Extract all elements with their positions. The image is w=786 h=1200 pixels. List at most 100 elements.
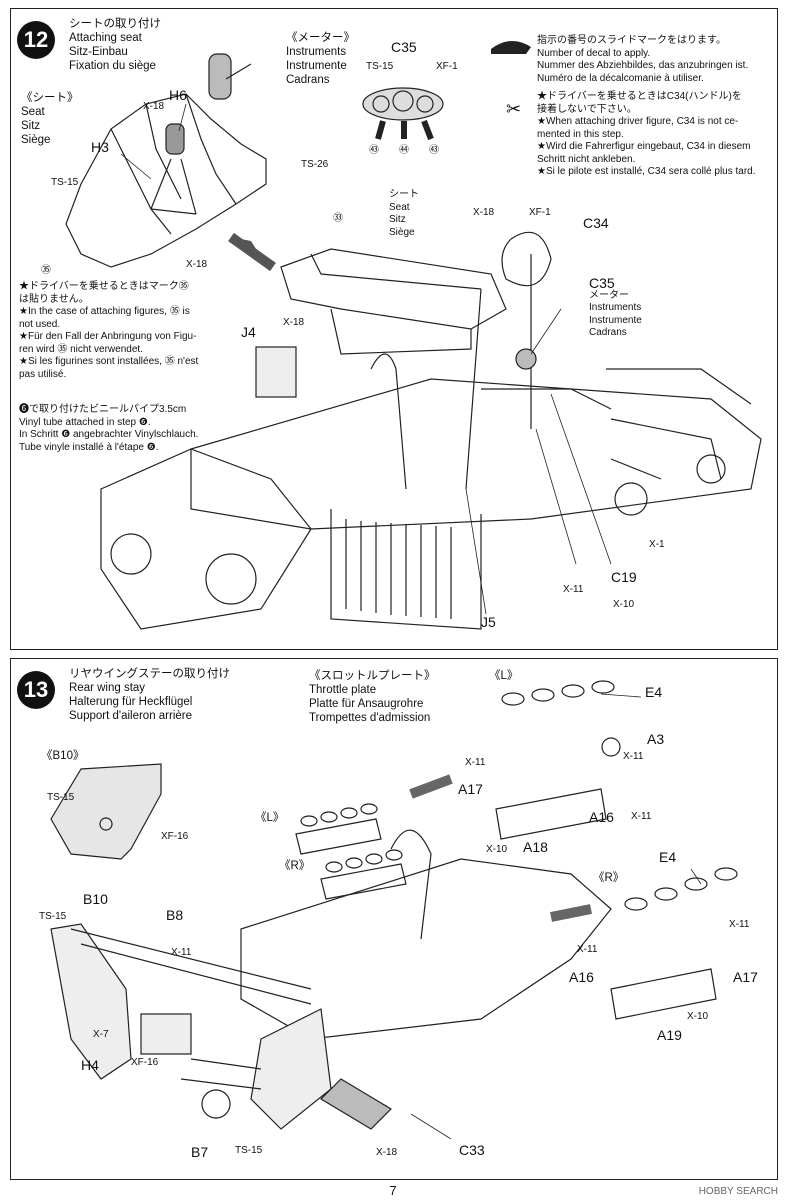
title-ja: リヤウイングステーの取り付け — [69, 668, 230, 680]
tube-note-line: In Schritt ❻ angebrachter Vinylschlauch. — [19, 429, 199, 440]
l-heading: 《L》 — [489, 670, 519, 682]
paint-label-x18: X-18 — [283, 317, 305, 328]
seat-heading-de: Sitz — [21, 120, 41, 132]
instruments-en: Instruments — [286, 46, 347, 58]
paint-label-ts15: TS-15 — [366, 61, 394, 72]
step-number-badge: 12 — [17, 21, 55, 59]
paint-label-x11: X-11 — [729, 919, 750, 930]
r-heading: 《R》 — [593, 872, 625, 884]
no-glue-icon: ✂ — [506, 99, 522, 119]
paint-label-x18: X-18 — [143, 101, 165, 112]
decal-note-fr: Numéro de la décalcomanie à utiliser. — [537, 72, 704, 84]
c35-line: Instruments — [589, 302, 642, 313]
paint-label-x18: X-18 — [186, 259, 208, 270]
driver-note-line: ★ドライバーを乗せるときはC34(ハンドル)を — [537, 91, 742, 102]
paint-label-x11: X-11 — [171, 947, 192, 958]
step-13-illustration — [50, 680, 738, 1140]
part-label-h6: H6 — [169, 87, 187, 103]
part-label-h4: H4 — [81, 1057, 99, 1073]
tube-note-line: ❻で取り付けたビニールパイプ3.5cm — [19, 404, 187, 415]
seat-note-line: ren wird ㉟ nicht verwendet. — [19, 343, 143, 355]
part-label-e4: E4 — [645, 684, 663, 700]
seat-note-line: ★Si les figurines sont installées, ㉟ n'e… — [19, 356, 199, 367]
seat-heading-fr: Siège — [21, 134, 51, 146]
watermark-text: HOBBY SEARCH — [698, 1186, 778, 1197]
part-label-a18: A18 — [523, 839, 548, 855]
seat-label-line: Siège — [389, 226, 415, 238]
paint-label-x10: X-10 — [486, 844, 508, 855]
paint-label-ts26: TS-26 — [301, 159, 329, 170]
paint-label-x18: X-18 — [376, 1147, 398, 1158]
part-label-b7: B7 — [191, 1144, 209, 1160]
tube-note-line: Vinyl tube attached in step ❻. — [19, 416, 151, 428]
instruments-heading: 《メーター》 Instruments Instrumente Cadrans — [286, 31, 355, 87]
driver-note-line: ★When attaching driver figure, C34 is no… — [537, 116, 739, 127]
title-ja: シートの取り付け — [69, 18, 161, 30]
seat-heading-en: Seat — [21, 106, 45, 118]
title-fr: Fixation du siège — [69, 60, 156, 72]
seat-note-line: pas utilisé. — [19, 368, 67, 380]
throttle-fr: Trompettes d'admission — [309, 712, 431, 724]
driver-note-line: ★Si le pilote est installé, C34 sera col… — [537, 166, 756, 177]
c35-heading: C35 メーター Instruments Instrumente Cadrans — [589, 275, 642, 340]
paint-label-x1: X-1 — [649, 539, 665, 550]
paint-label-xf1: XF-1 — [529, 207, 551, 218]
paint-label-ts15: TS-15 — [235, 1145, 263, 1156]
paint-label-x11: X-11 — [623, 751, 644, 762]
step-number-badge: 13 — [17, 671, 55, 709]
c35-part: C35 — [589, 275, 615, 291]
decal-note-de: Nummer des Abziehbildes, das anzubringen… — [537, 60, 749, 71]
step-number: 13 — [23, 677, 49, 702]
part-label-a16: A16 — [569, 969, 594, 985]
decal-note-en: Number of decal to apply. — [537, 47, 651, 59]
driver-note: ★ドライバーを乗せるときはC34(ハンドル)を 接着しないで下さい。 ★When… — [537, 91, 756, 179]
step-12-illustration — [65, 40, 762, 630]
seat-heading: 《シート》 Seat Sitz Siège — [21, 91, 79, 147]
r-small-heading: 《R》 — [279, 860, 311, 872]
step-12-panel: 12 シートの取り付け Attaching seat Sitz-Einbau F… — [10, 8, 778, 650]
decal-note: 指示の番号のスライドマークをはります。 Number of decal to a… — [537, 35, 748, 85]
decal-number-33: ㉝ — [333, 213, 343, 224]
part-label-h3: H3 — [91, 139, 109, 155]
part-label-j4: J4 — [241, 324, 256, 340]
seat-note-line: not used. — [19, 318, 61, 330]
page-number: 7 — [389, 1183, 397, 1198]
seat-label-line: Sitz — [389, 214, 406, 225]
throttle-heading: 《スロットルプレート》 Throttle plate Platte für An… — [309, 669, 436, 725]
tube-note: ❻で取り付けたビニールパイプ3.5cm Vinyl tube attached … — [19, 404, 198, 454]
seat-note-line: ★Für den Fall der Anbringung von Figu- — [19, 331, 197, 342]
seat-note-line: ★In the case of attaching figures, ㉟ is — [19, 306, 190, 317]
part-label-e4: E4 — [659, 849, 677, 865]
seat-note-line: ★ドライバーを乗せるときはマーク㉟ — [19, 281, 189, 292]
seat-note-line: は貼りません。 — [19, 293, 89, 305]
part-label-a17: A17 — [733, 969, 758, 985]
part-label-c19: C19 — [611, 569, 637, 585]
paint-label-xf1: XF-1 — [436, 61, 458, 72]
decal-number-44: ㊹ — [399, 145, 409, 156]
throttle-en: Throttle plate — [309, 684, 377, 696]
driver-note-line: mented in this step. — [537, 128, 624, 140]
paint-label-ts15: TS-15 — [47, 792, 75, 803]
paint-label-x11: X-11 — [631, 811, 652, 822]
paint-label-x11: X-11 — [465, 757, 486, 768]
part-label-a3: A3 — [647, 731, 665, 747]
part-label-c35: C35 — [391, 39, 417, 55]
l-small-heading: 《L》 — [255, 812, 285, 824]
b10-heading: 《B10》 — [41, 750, 85, 762]
paint-label-x10: X-10 — [613, 599, 635, 610]
part-label-a16: A16 — [589, 809, 614, 825]
paint-label-x10: X-10 — [687, 1011, 709, 1022]
tube-note-line: Tube vinyle installé à l'étape ❻. — [19, 441, 159, 453]
c35-line: メーター — [589, 289, 629, 301]
title-en: Attaching seat — [69, 32, 142, 44]
driver-note-line: ★Wird die Fahrerfigur eingebaut, C34 in … — [537, 141, 751, 152]
title-en: Rear wing stay — [69, 682, 146, 694]
decal-number-43: ㊸ — [429, 145, 439, 156]
paint-label-x7: X-7 — [93, 1029, 109, 1040]
title-de: Sitz-Einbau — [69, 46, 128, 58]
throttle-ja: 《スロットルプレート》 — [309, 670, 436, 682]
c35-line: Instrumente — [589, 314, 642, 326]
seat-label: シート Seat Sitz Siège — [389, 189, 419, 239]
part-label-a19: A19 — [657, 1027, 682, 1043]
decal-number-35: ㉟ — [41, 265, 51, 276]
